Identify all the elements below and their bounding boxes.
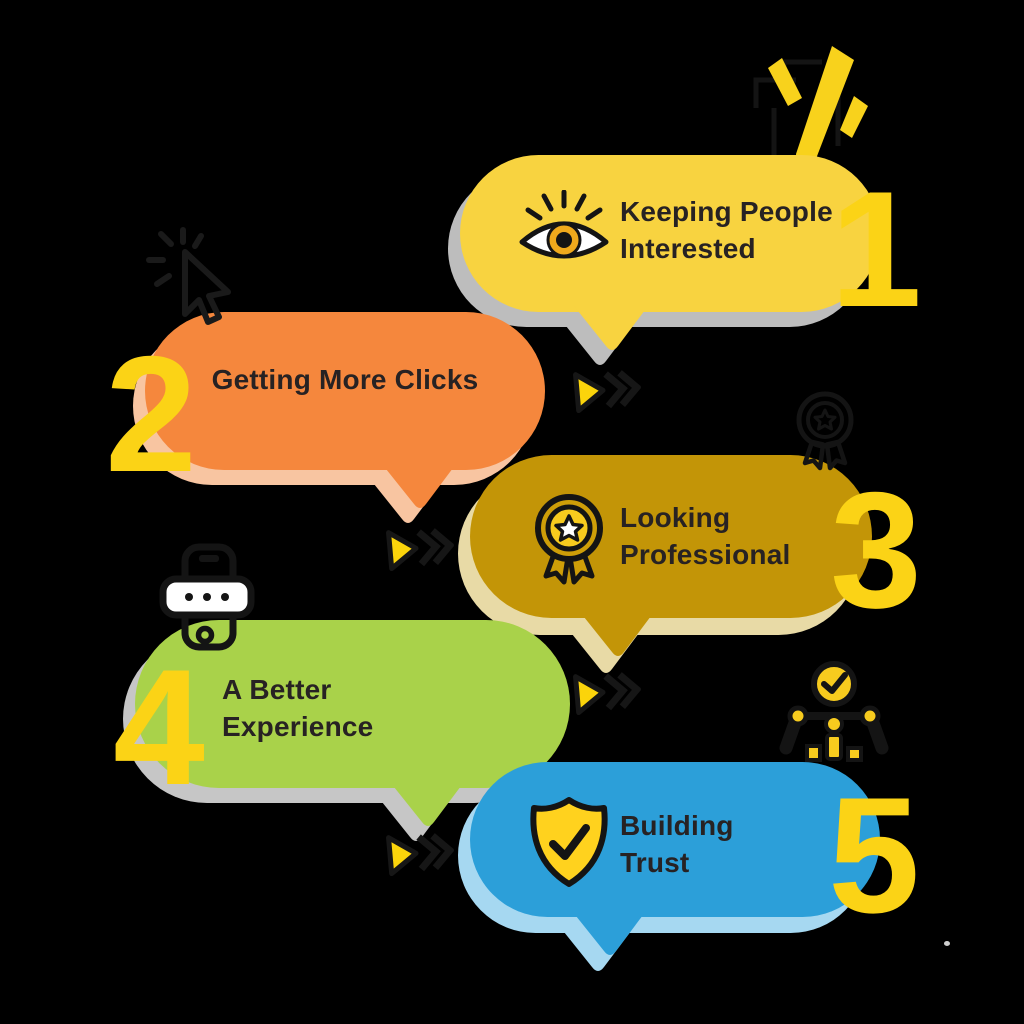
stray-dot bbox=[944, 941, 950, 946]
step-3-label: Looking Professional bbox=[620, 502, 791, 570]
award-rosette-outline-icon bbox=[796, 391, 854, 471]
connector-arrow-4 bbox=[386, 833, 455, 877]
step-1-label: Keeping People Interested bbox=[620, 196, 833, 264]
bubble-1-tail bbox=[574, 306, 648, 350]
shield-check-icon bbox=[530, 797, 608, 887]
bubble-5-tail bbox=[572, 911, 646, 955]
bubble-4-tail bbox=[390, 782, 464, 826]
bubble-2 bbox=[145, 312, 545, 470]
step-1-number: 1 bbox=[830, 157, 922, 341]
person-check-chart-icon bbox=[779, 661, 889, 762]
step-3-number: 3 bbox=[830, 458, 922, 642]
step-5-label: Building Trust bbox=[620, 810, 734, 878]
connector-arrow-1 bbox=[573, 370, 642, 414]
step-4-label: A Better Experience bbox=[222, 674, 374, 742]
step-2-label: Getting More Clicks bbox=[211, 364, 479, 395]
bubble-3-tail bbox=[580, 612, 654, 656]
eye-icon bbox=[519, 190, 609, 259]
pencil-edit-icon bbox=[753, 46, 868, 176]
step-2-number: 2 bbox=[105, 322, 197, 506]
medal-star-icon bbox=[535, 494, 603, 585]
step-4-number: 4 bbox=[113, 635, 205, 819]
connector-arrow-2 bbox=[386, 528, 455, 572]
smartphone-icon bbox=[159, 543, 255, 651]
step-5-number: 5 bbox=[828, 763, 920, 947]
cursor-click-icon bbox=[146, 227, 231, 325]
bubble-2-tail bbox=[382, 464, 456, 508]
connector-arrow-3 bbox=[573, 672, 642, 716]
